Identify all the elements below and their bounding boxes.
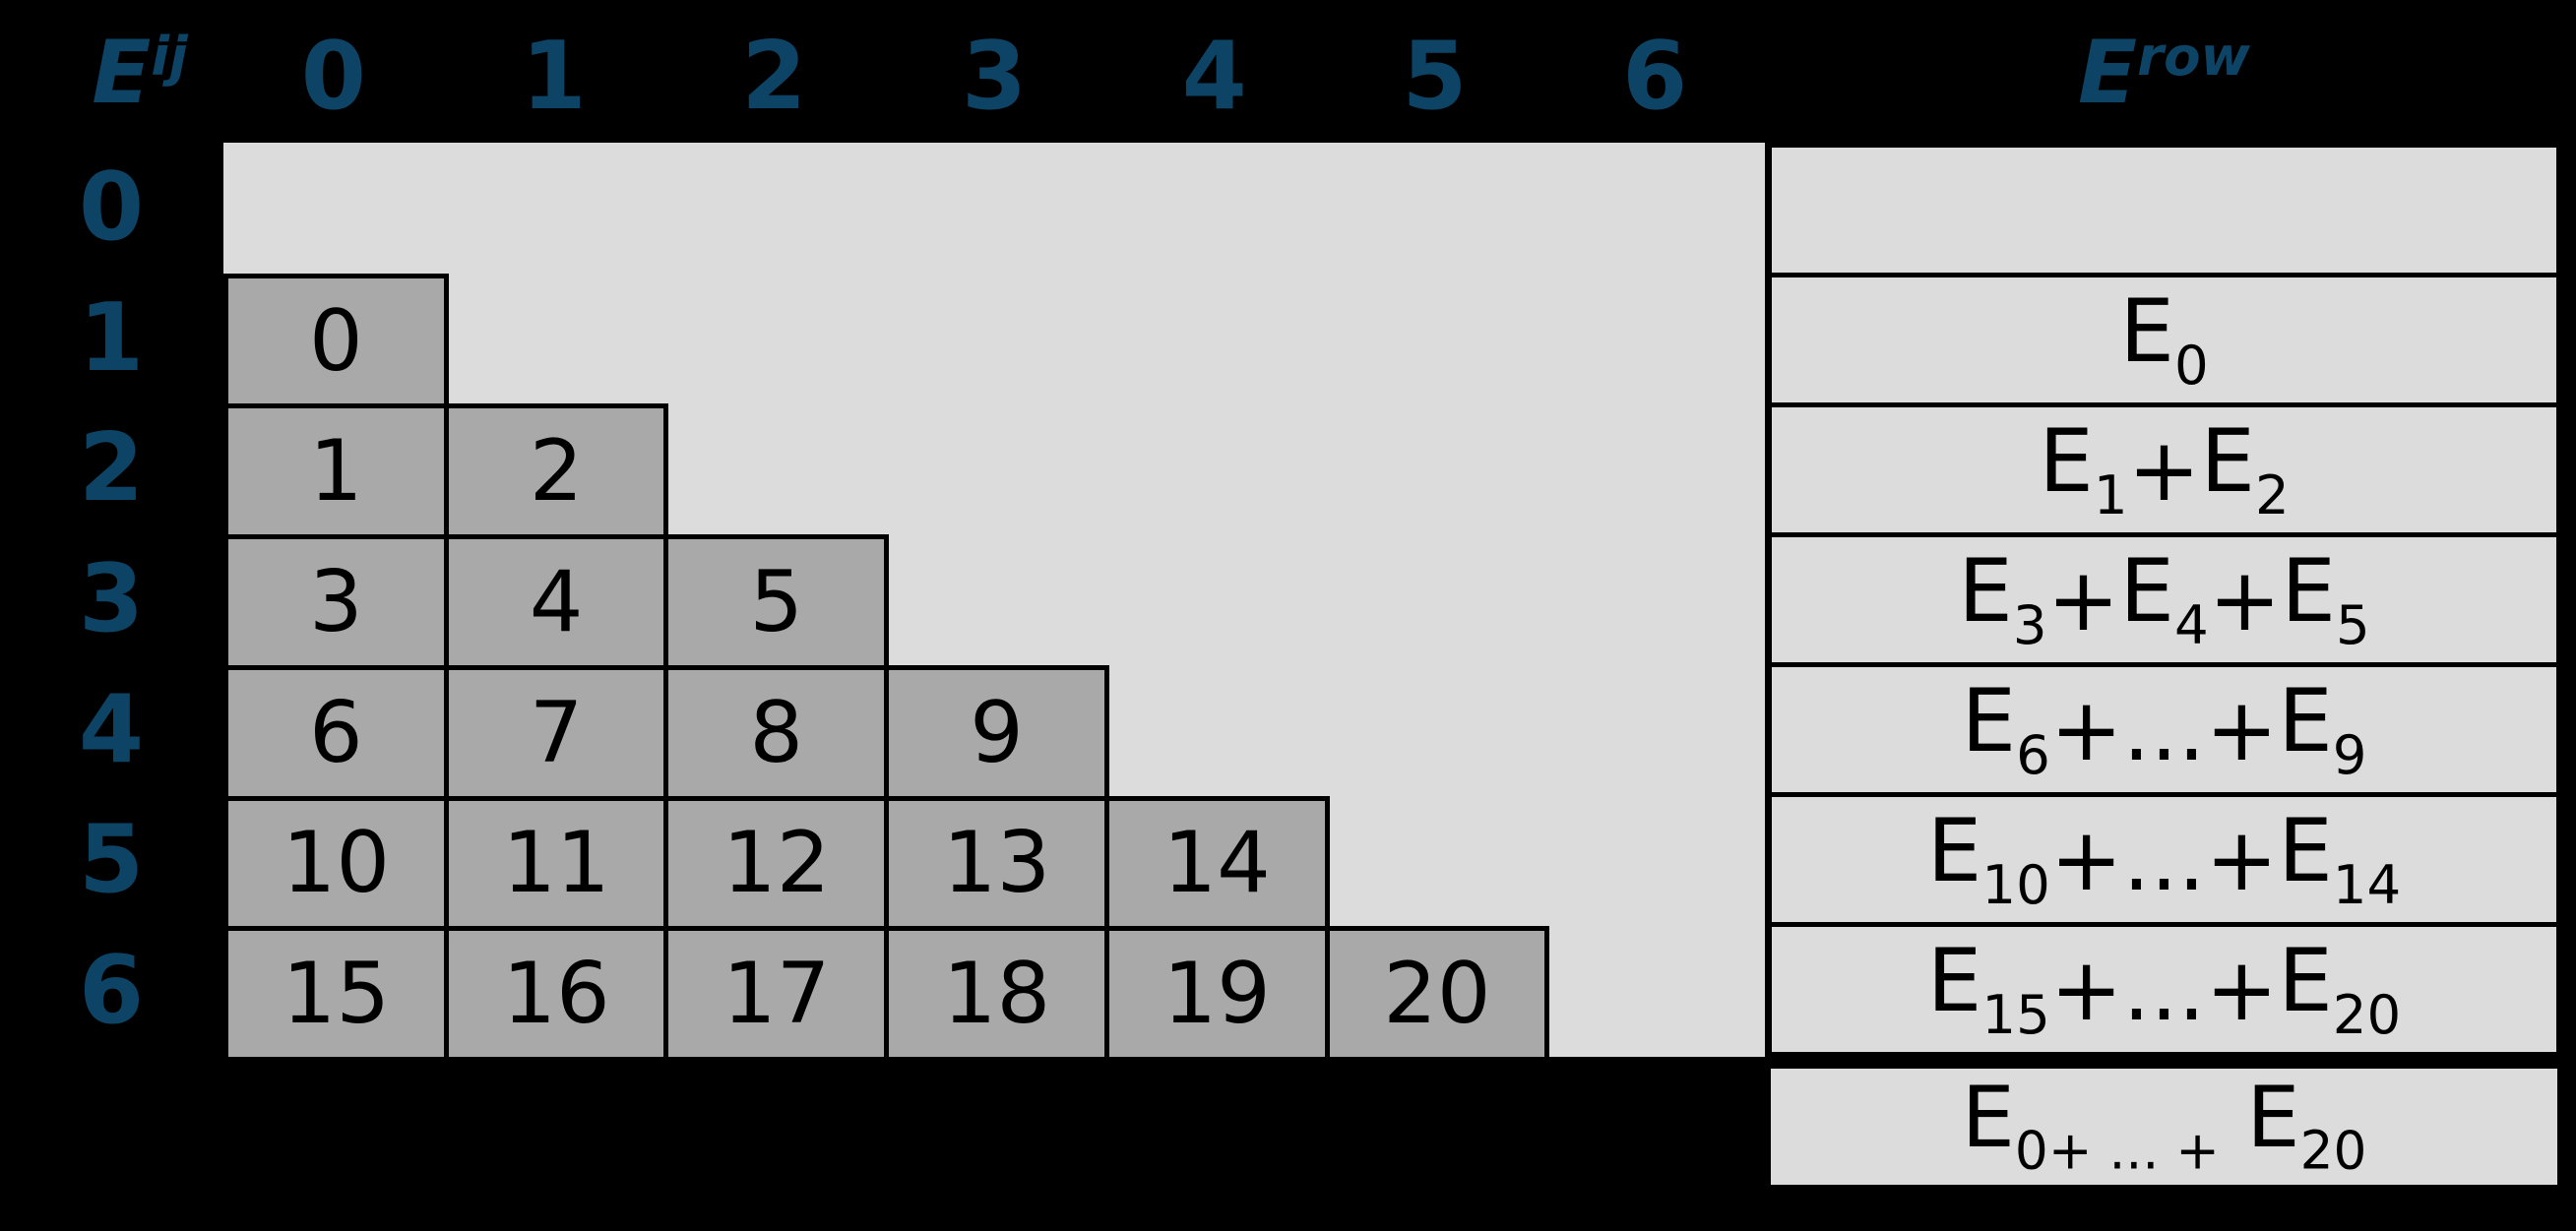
row-sum-2-subscript-0: 1 [2093,462,2128,526]
row-sum-3-subscript-2: 4 [2173,592,2209,656]
row-sum-3-subscript-4: 5 [2336,592,2370,656]
row-sum-2-part-1: + [2127,418,2201,521]
col-header-4: 4 [1181,22,1247,131]
matrix-cell-8: 8 [663,664,890,801]
col-header-0: 0 [300,22,366,131]
row-sum-row-6: E15+...+E20 [1772,927,2556,1052]
row-sum-row-0 [1772,148,2556,277]
matrix-cell-12: 12 [663,795,890,932]
grand-total-subscript-0: 0+ ... + [2014,1120,2220,1182]
row-sum-4-part-0: E6 [1961,669,2050,786]
grand-total-row: E0+ ... + E20 [1767,1065,2561,1189]
matrix-cell-18: 18 [884,926,1109,1062]
row-sum-5-part-0: E10 [1926,799,2050,916]
matrix-cell-10: 10 [223,795,449,932]
row-header-6: 6 [78,937,145,1046]
row-sum-row-1: E0 [1772,277,2556,407]
row-sum-3-part-4: E5 [2281,539,2370,656]
row-sum-row-5: E10+...+E14 [1772,797,2556,927]
col-header-1: 1 [521,22,587,131]
row-sum-3-part-3: + [2208,548,2282,650]
matrix-cell-11: 11 [443,795,669,932]
row-sum-label-base: E [2078,22,2138,123]
matrix-cell-17: 17 [663,926,890,1062]
row-sum-1-subscript-0: 0 [2173,333,2209,397]
row-header-2: 2 [78,414,145,523]
row-sum-3-part-1: + [2046,548,2120,650]
matrix-cell-9: 9 [884,664,1109,801]
row-sum-3-part-2: E4 [2119,539,2209,656]
row-sum-3-part-0: E3 [1958,539,2047,656]
col-header-2: 2 [741,22,807,131]
row-sum-6-part-1: +...+ [2049,938,2279,1040]
row-sum-4-part-1: +...+ [2049,678,2279,780]
grand-total-part-1: E20 [2219,1069,2367,1182]
matrix-cell-7: 7 [443,664,669,801]
row-header-3: 3 [78,544,145,653]
row-sum-2-part-2: E2 [2200,409,2290,526]
matrix-cell-20: 20 [1324,926,1550,1062]
row-sum-row-3: E3+E4+E5 [1772,537,2556,667]
grand-total-part-0: E0+ ... + [1961,1069,2220,1182]
row-sum-6-subscript-2: 20 [2332,982,2402,1046]
row-sum-5-part-1: +...+ [2049,808,2279,910]
row-sum-4-subscript-0: 6 [2016,722,2050,786]
row-sum-row-4: E6+...+E9 [1772,667,2556,797]
row-sum-3-subscript-0: 3 [2012,592,2047,656]
matrix-cell-0: 0 [223,273,449,409]
row-header-1: 1 [78,283,145,393]
matrix-cell-15: 15 [223,926,449,1062]
row-sum-5-part-2: E14 [2278,799,2402,916]
col-header-5: 5 [1402,22,1468,131]
matrix-cell-3: 3 [223,534,449,670]
row-sum-label-subscript: row [2137,25,2250,88]
matrix-cell-1: 1 [223,403,449,540]
col-header-3: 3 [961,22,1028,131]
matrix-cell-13: 13 [884,795,1109,932]
matrix-cell-4: 4 [443,534,669,670]
row-sum-2-part-0: E1 [2039,409,2128,526]
corner-label-base: E [92,22,152,123]
col-header-6: 6 [1622,22,1688,131]
corner-label-subscript: ij [151,25,188,88]
matrix-cell-5: 5 [663,534,890,670]
row-sum-1-part-0: E0 [2119,279,2209,397]
row-sum-6-subscript-0: 15 [1981,982,2050,1046]
row-header-5: 5 [78,806,145,915]
grand-total-subscript-1: 20 [2299,1120,2367,1182]
row-sum-5-subscript-2: 14 [2332,852,2402,916]
row-sum-6-part-0: E15 [1926,929,2050,1046]
row-header-4: 4 [78,675,145,784]
matrix-cell-19: 19 [1103,926,1330,1062]
row-header-0: 0 [78,153,145,262]
matrix-cell-6: 6 [223,664,449,801]
row-sum-4-subscript-2: 9 [2332,722,2367,786]
row-sum-2-subscript-2: 2 [2254,462,2290,526]
row-sum-row-2: E1+E2 [1772,407,2556,537]
matrix-cell-14: 14 [1103,795,1330,932]
row-sum-6-part-2: E20 [2278,929,2402,1046]
row-sum-5-subscript-0: 10 [1981,852,2050,916]
matrix-cell-16: 16 [443,926,669,1062]
row-sum-4-part-2: E9 [2278,669,2367,786]
matrix-cell-2: 2 [443,403,669,540]
